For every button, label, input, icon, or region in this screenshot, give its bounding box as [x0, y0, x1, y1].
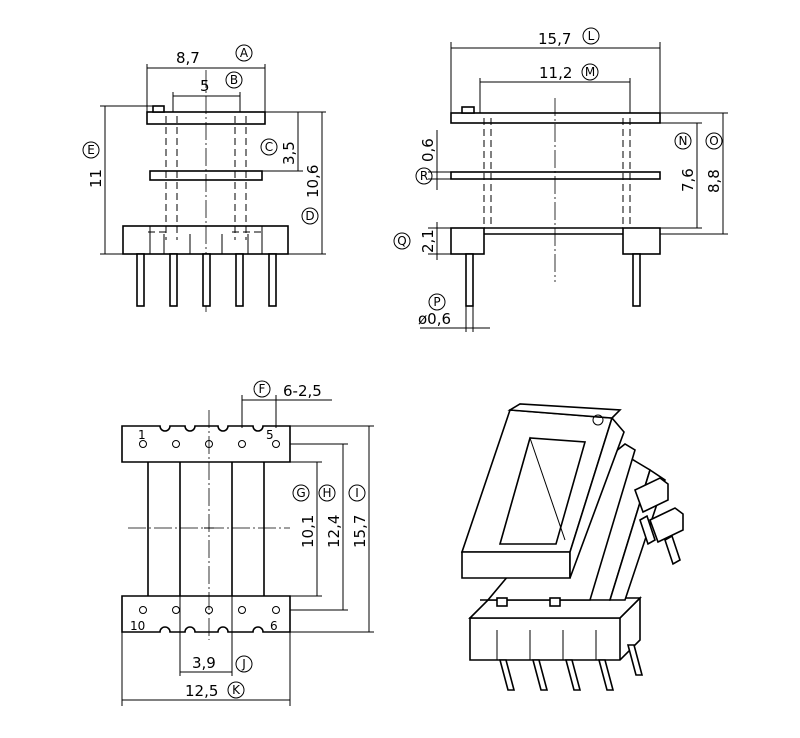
dim-c-value: 3,5: [280, 141, 298, 165]
label-i: I: [355, 486, 359, 500]
label-h: H: [322, 486, 331, 500]
dim-k-value: 12,5: [185, 682, 218, 700]
label-g: G: [296, 486, 305, 500]
dim-a-value: 8,7: [176, 49, 200, 67]
dim-f-value: 6-2,5: [283, 382, 322, 400]
dim-n-value: 7,6: [679, 168, 697, 192]
label-k: K: [232, 683, 241, 697]
dim-b-value: 5: [200, 77, 210, 95]
dim-q-value: 2,1: [419, 229, 437, 253]
pin-5-label: 5: [266, 428, 274, 442]
dim-e-value: 11: [87, 169, 105, 188]
dim-d-value: 10,6: [304, 165, 322, 198]
label-n: N: [679, 134, 688, 148]
dim-o-value: 8,8: [705, 169, 723, 193]
isometric-view: [460, 403, 684, 691]
dim-i-value: 15,7: [351, 515, 369, 548]
dim-h-value: 12,4: [325, 515, 343, 548]
label-q: Q: [397, 234, 406, 248]
dim-j-value: 3,9: [192, 654, 216, 672]
label-m: M: [585, 65, 595, 79]
dim-r-value: 0,6: [419, 138, 437, 162]
label-r: R: [420, 169, 428, 183]
label-p: P: [433, 295, 440, 309]
label-l: L: [588, 29, 595, 43]
label-b: B: [230, 73, 238, 87]
pin-10-label: 10: [130, 619, 145, 633]
dim-g-value: 10,1: [299, 515, 317, 548]
label-a: A: [240, 46, 249, 60]
label-j: J: [241, 657, 246, 671]
label-e: E: [87, 143, 95, 157]
dim-m-value: 11,2: [539, 64, 572, 82]
label-f: F: [259, 382, 266, 396]
bottom-view: 1 5 10 6 6-2,5 F 10,1 G 12,4 H 15,7 I: [121, 380, 374, 706]
dim-p-value: ø0,6: [418, 310, 451, 328]
pin-6-label: 6: [270, 619, 278, 633]
dim-l-value: 15,7: [538, 30, 571, 48]
label-c: C: [265, 140, 273, 154]
pin-1-label: 1: [138, 428, 146, 442]
label-o: O: [709, 134, 718, 148]
label-d: D: [305, 209, 314, 223]
front-view: 8,7 A 5 B 3,5 C 10,6 D 11 E: [82, 44, 326, 312]
side-view: 15,7 L 11,2 M 7,6 N 8,8 O 0,6 R 2,1: [393, 27, 728, 332]
